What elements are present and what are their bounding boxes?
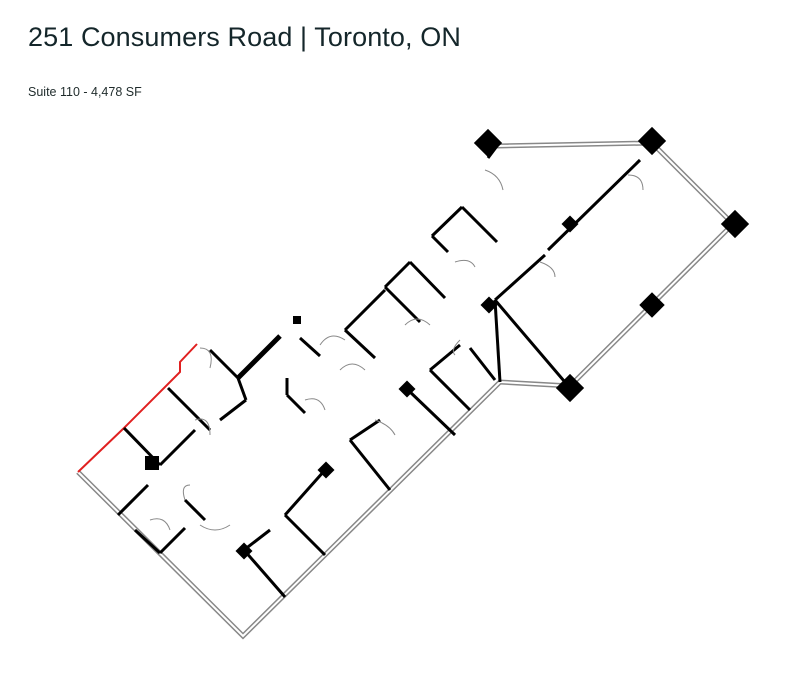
door-swings xyxy=(149,169,644,531)
columns xyxy=(145,126,750,560)
interior-walls xyxy=(116,145,642,598)
highlight-wall xyxy=(77,343,198,473)
page-title: 251 Consumers Road | Toronto, ON xyxy=(28,22,461,52)
suite-info: Suite 110 - 4,478 SF xyxy=(28,85,142,99)
